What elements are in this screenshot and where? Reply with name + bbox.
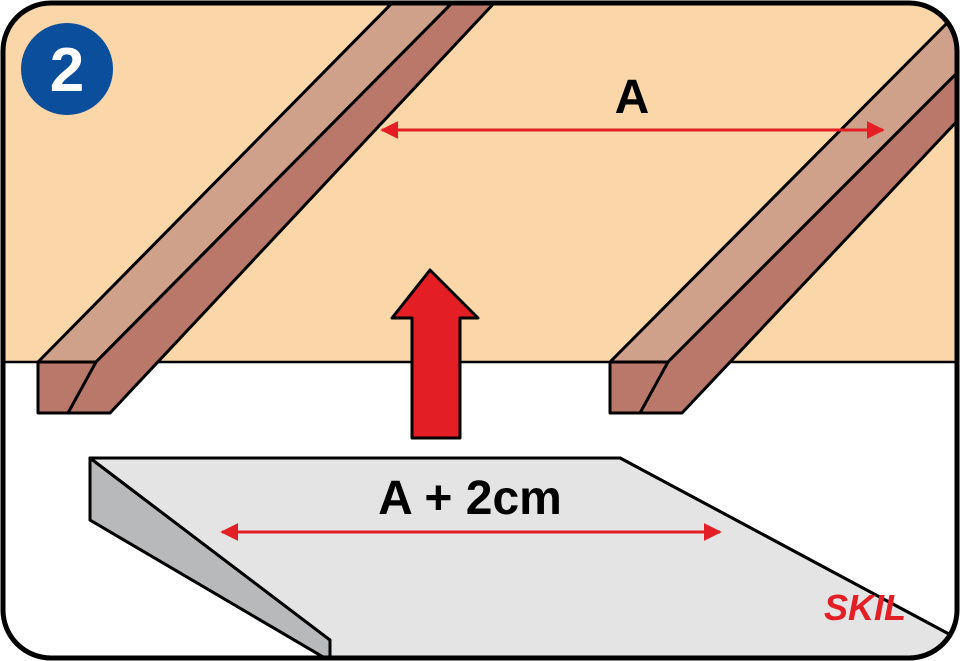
joist-right [608,8,957,415]
step-badge [21,23,113,115]
board-label: A + 2cm [378,472,562,525]
joist-left [36,3,499,415]
skil-logo: SKIL [824,587,906,628]
gap-label: A [615,71,650,124]
arrow-up-icon [390,268,480,440]
board [88,456,957,658]
step-number: 2 [50,36,84,105]
